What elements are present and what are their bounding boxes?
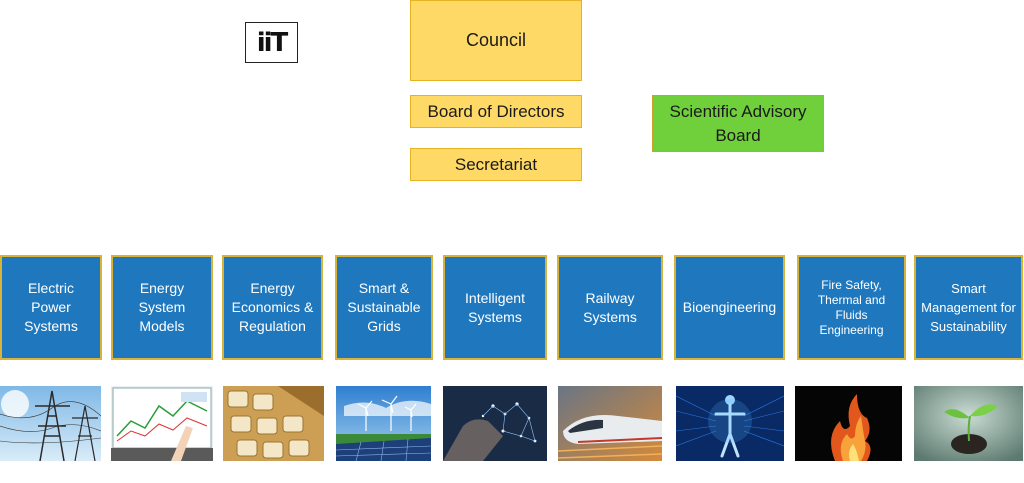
iit-logo: iiT (245, 22, 298, 63)
department-intelligent-systems: Intelligent Systems (443, 255, 547, 360)
scientific-advisory-board-box: Scientific Advisory Board (652, 95, 824, 152)
department-smart-sustainable-grids: Smart & Sustainable Grids (335, 255, 433, 360)
department-energy-system-models: Energy System Models (111, 255, 213, 360)
department-fire-safety-thermal-fluids: Fire Safety, Thermal and Fluids Engineer… (797, 255, 906, 360)
high-speed-train-image (558, 386, 662, 461)
logo-text: iiT (256, 27, 289, 58)
digital-human-image (676, 386, 784, 461)
department-bioengineering: Bioengineering (674, 255, 785, 360)
department-electric-power-systems: Electric Power Systems (0, 255, 102, 360)
board-of-directors-box: Board of Directors (410, 95, 582, 128)
seedling-image (914, 386, 1023, 461)
department-energy-economics-regulation: Energy Economics & Regulation (222, 255, 323, 360)
scientific-advisory-board-label: Scientific Advisory Board (669, 101, 807, 145)
department-smart-management-sustainability: Smart Management for Sustainability (914, 255, 1023, 360)
solar-wind-image (336, 386, 431, 461)
calculator-image (223, 386, 324, 461)
board-of-directors-label: Board of Directors (427, 101, 565, 121)
secretariat-box: Secretariat (410, 148, 582, 181)
network-hand-image (443, 386, 547, 461)
data-screen-image (111, 386, 213, 461)
secretariat-label: Secretariat (454, 154, 538, 174)
council-box: Council (410, 0, 582, 81)
power-lines-image (0, 386, 101, 461)
fire-image (795, 386, 902, 461)
department-railway-systems: Railway Systems (557, 255, 663, 360)
council-label: Council (465, 30, 527, 50)
